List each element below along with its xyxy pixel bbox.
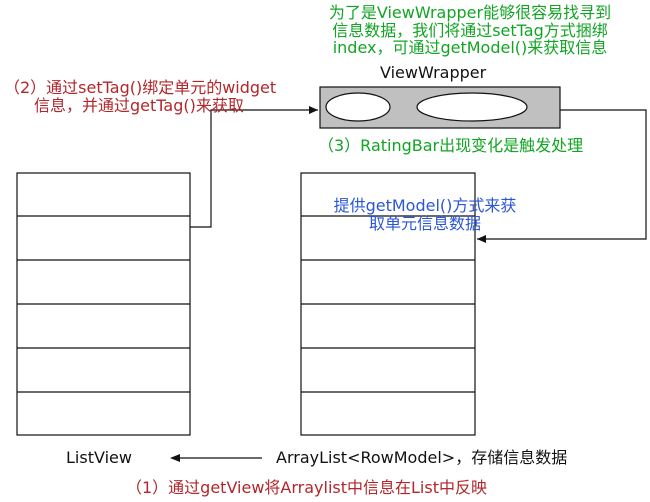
getmodel-note-line: 提供getModel()方式来获 bbox=[333, 196, 517, 215]
top-note-line: 信息数据，我们将通过setTag方式捆绑 bbox=[332, 20, 608, 40]
wrapper-widget-ellipse-small bbox=[325, 92, 391, 122]
arraylist-label: ArrayList<RowModel>，存储信息数据 bbox=[276, 448, 568, 467]
getmodel-connector bbox=[477, 109, 647, 240]
view-wrapper-box bbox=[319, 86, 561, 129]
listview-label: ListView bbox=[66, 448, 132, 467]
ratingbar-note: （3）RatingBar出现变化是触发处理 bbox=[318, 136, 584, 155]
settag-arrowhead bbox=[309, 106, 318, 114]
getmodel-arrowhead bbox=[477, 235, 486, 243]
getview-arrowhead bbox=[170, 454, 180, 462]
arraylist-box bbox=[300, 172, 476, 436]
getmodel-note: 提供getModel()方式来获 取单元信息数据 bbox=[310, 197, 540, 232]
settag-note: （2）通过setTag()绑定单元的widget 信息，并通过getTag()来… bbox=[4, 79, 276, 114]
getmodel-note-line: 取单元信息数据 bbox=[368, 213, 481, 233]
top-note-line: 为了是ViewWrapper能够很容易找寻到 bbox=[328, 3, 612, 22]
wrapper-widget-ellipse-large bbox=[416, 92, 528, 122]
view-wrapper-label: ViewWrapper bbox=[380, 63, 487, 82]
settag-note-line: 信息，并通过getTag()来获取 bbox=[34, 95, 244, 115]
top-note: 为了是ViewWrapper能够很容易找寻到 信息数据，我们将通过setTag方… bbox=[300, 4, 640, 57]
listview-box bbox=[16, 172, 191, 436]
top-note-line: index，可通过getModel()来获取信息 bbox=[332, 38, 608, 58]
settag-note-line: （2）通过setTag()绑定单元的widget bbox=[4, 78, 277, 97]
settag-connector bbox=[190, 109, 318, 228]
bottom-note: （1）通过getView将Arraylist中信息在List中反映 bbox=[126, 478, 487, 497]
